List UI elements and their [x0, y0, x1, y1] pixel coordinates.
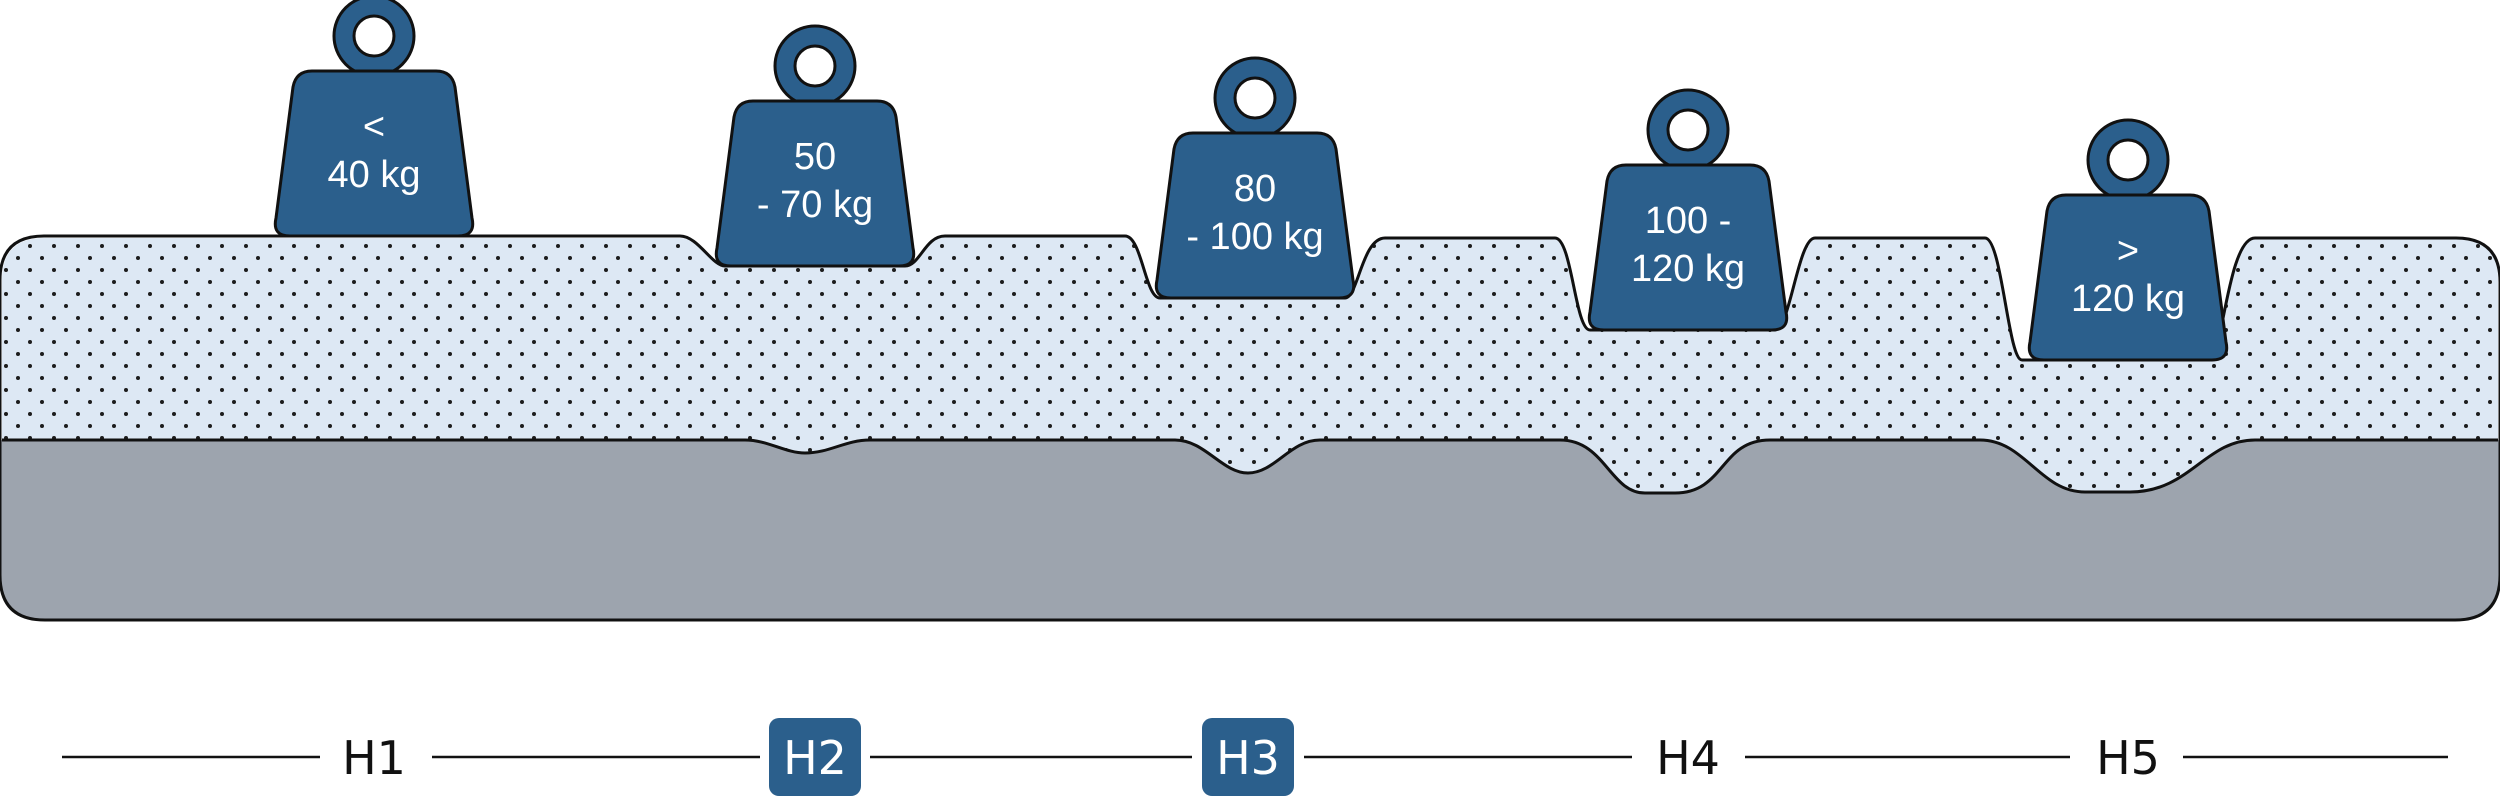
hardness-highlight-badge: [769, 718, 861, 796]
hardness-label: H1: [342, 731, 406, 785]
weight-2: 50 - 70 kg: [714, 24, 916, 268]
weight-handle-hole: [793, 44, 837, 88]
hardness-h5: H5: [2096, 731, 2160, 785]
hardness-h3: H3: [1202, 718, 1294, 796]
weight-label-line-1: 80: [1234, 168, 1276, 210]
mattress: [0, 234, 2500, 622]
weight-body: [714, 99, 916, 268]
weight-handle-hole: [1233, 76, 1277, 120]
weight-label-line-2: 120 kg: [2071, 278, 2185, 320]
weight-body: [1154, 131, 1356, 300]
weight-1: <40 kg: [273, 0, 475, 238]
weight-body: [2027, 193, 2229, 362]
hardness-label: H5: [2096, 731, 2160, 785]
weight-label-line-2: - 100 kg: [1186, 216, 1323, 258]
hardness-h2: H2: [769, 718, 861, 796]
hardness-label: H2: [783, 731, 847, 785]
weight-body: [1587, 163, 1789, 332]
weight-label-line-1: <: [363, 106, 385, 148]
layer-boundary-line: [2, 438, 2498, 495]
weight-handle-hole: [2106, 138, 2150, 182]
weight-3: 80 - 100 kg: [1154, 56, 1356, 300]
hardness-highlight-badge: [1202, 718, 1294, 796]
hardness-h4: H4: [1656, 731, 1720, 785]
mattress-base: [0, 440, 2500, 620]
hardness-h1: H1: [342, 731, 406, 785]
weight-label-line-1: 100 -: [1645, 200, 1732, 242]
weight-4: 100 - 120 kg: [1587, 88, 1789, 332]
hardness-scale: H1 H2 H3 H4 H5: [62, 718, 2448, 796]
weight-label-line-2: 40 kg: [328, 154, 421, 196]
weight-label-line-2: 120 kg: [1631, 248, 1745, 290]
weight-handle-hole: [1666, 108, 1710, 152]
weight-label-line-1: 50: [794, 136, 836, 178]
weight-5: >120 kg: [2027, 118, 2229, 362]
hardness-label: H3: [1216, 731, 1280, 785]
weight-handle-hole: [352, 14, 396, 58]
weight-label-line-2: - 70 kg: [757, 184, 873, 226]
mattress-dot-texture: [2, 236, 2498, 493]
hardness-label: H4: [1656, 731, 1720, 785]
weight-label-line-1: >: [2117, 230, 2139, 272]
weight-body: [273, 69, 475, 238]
